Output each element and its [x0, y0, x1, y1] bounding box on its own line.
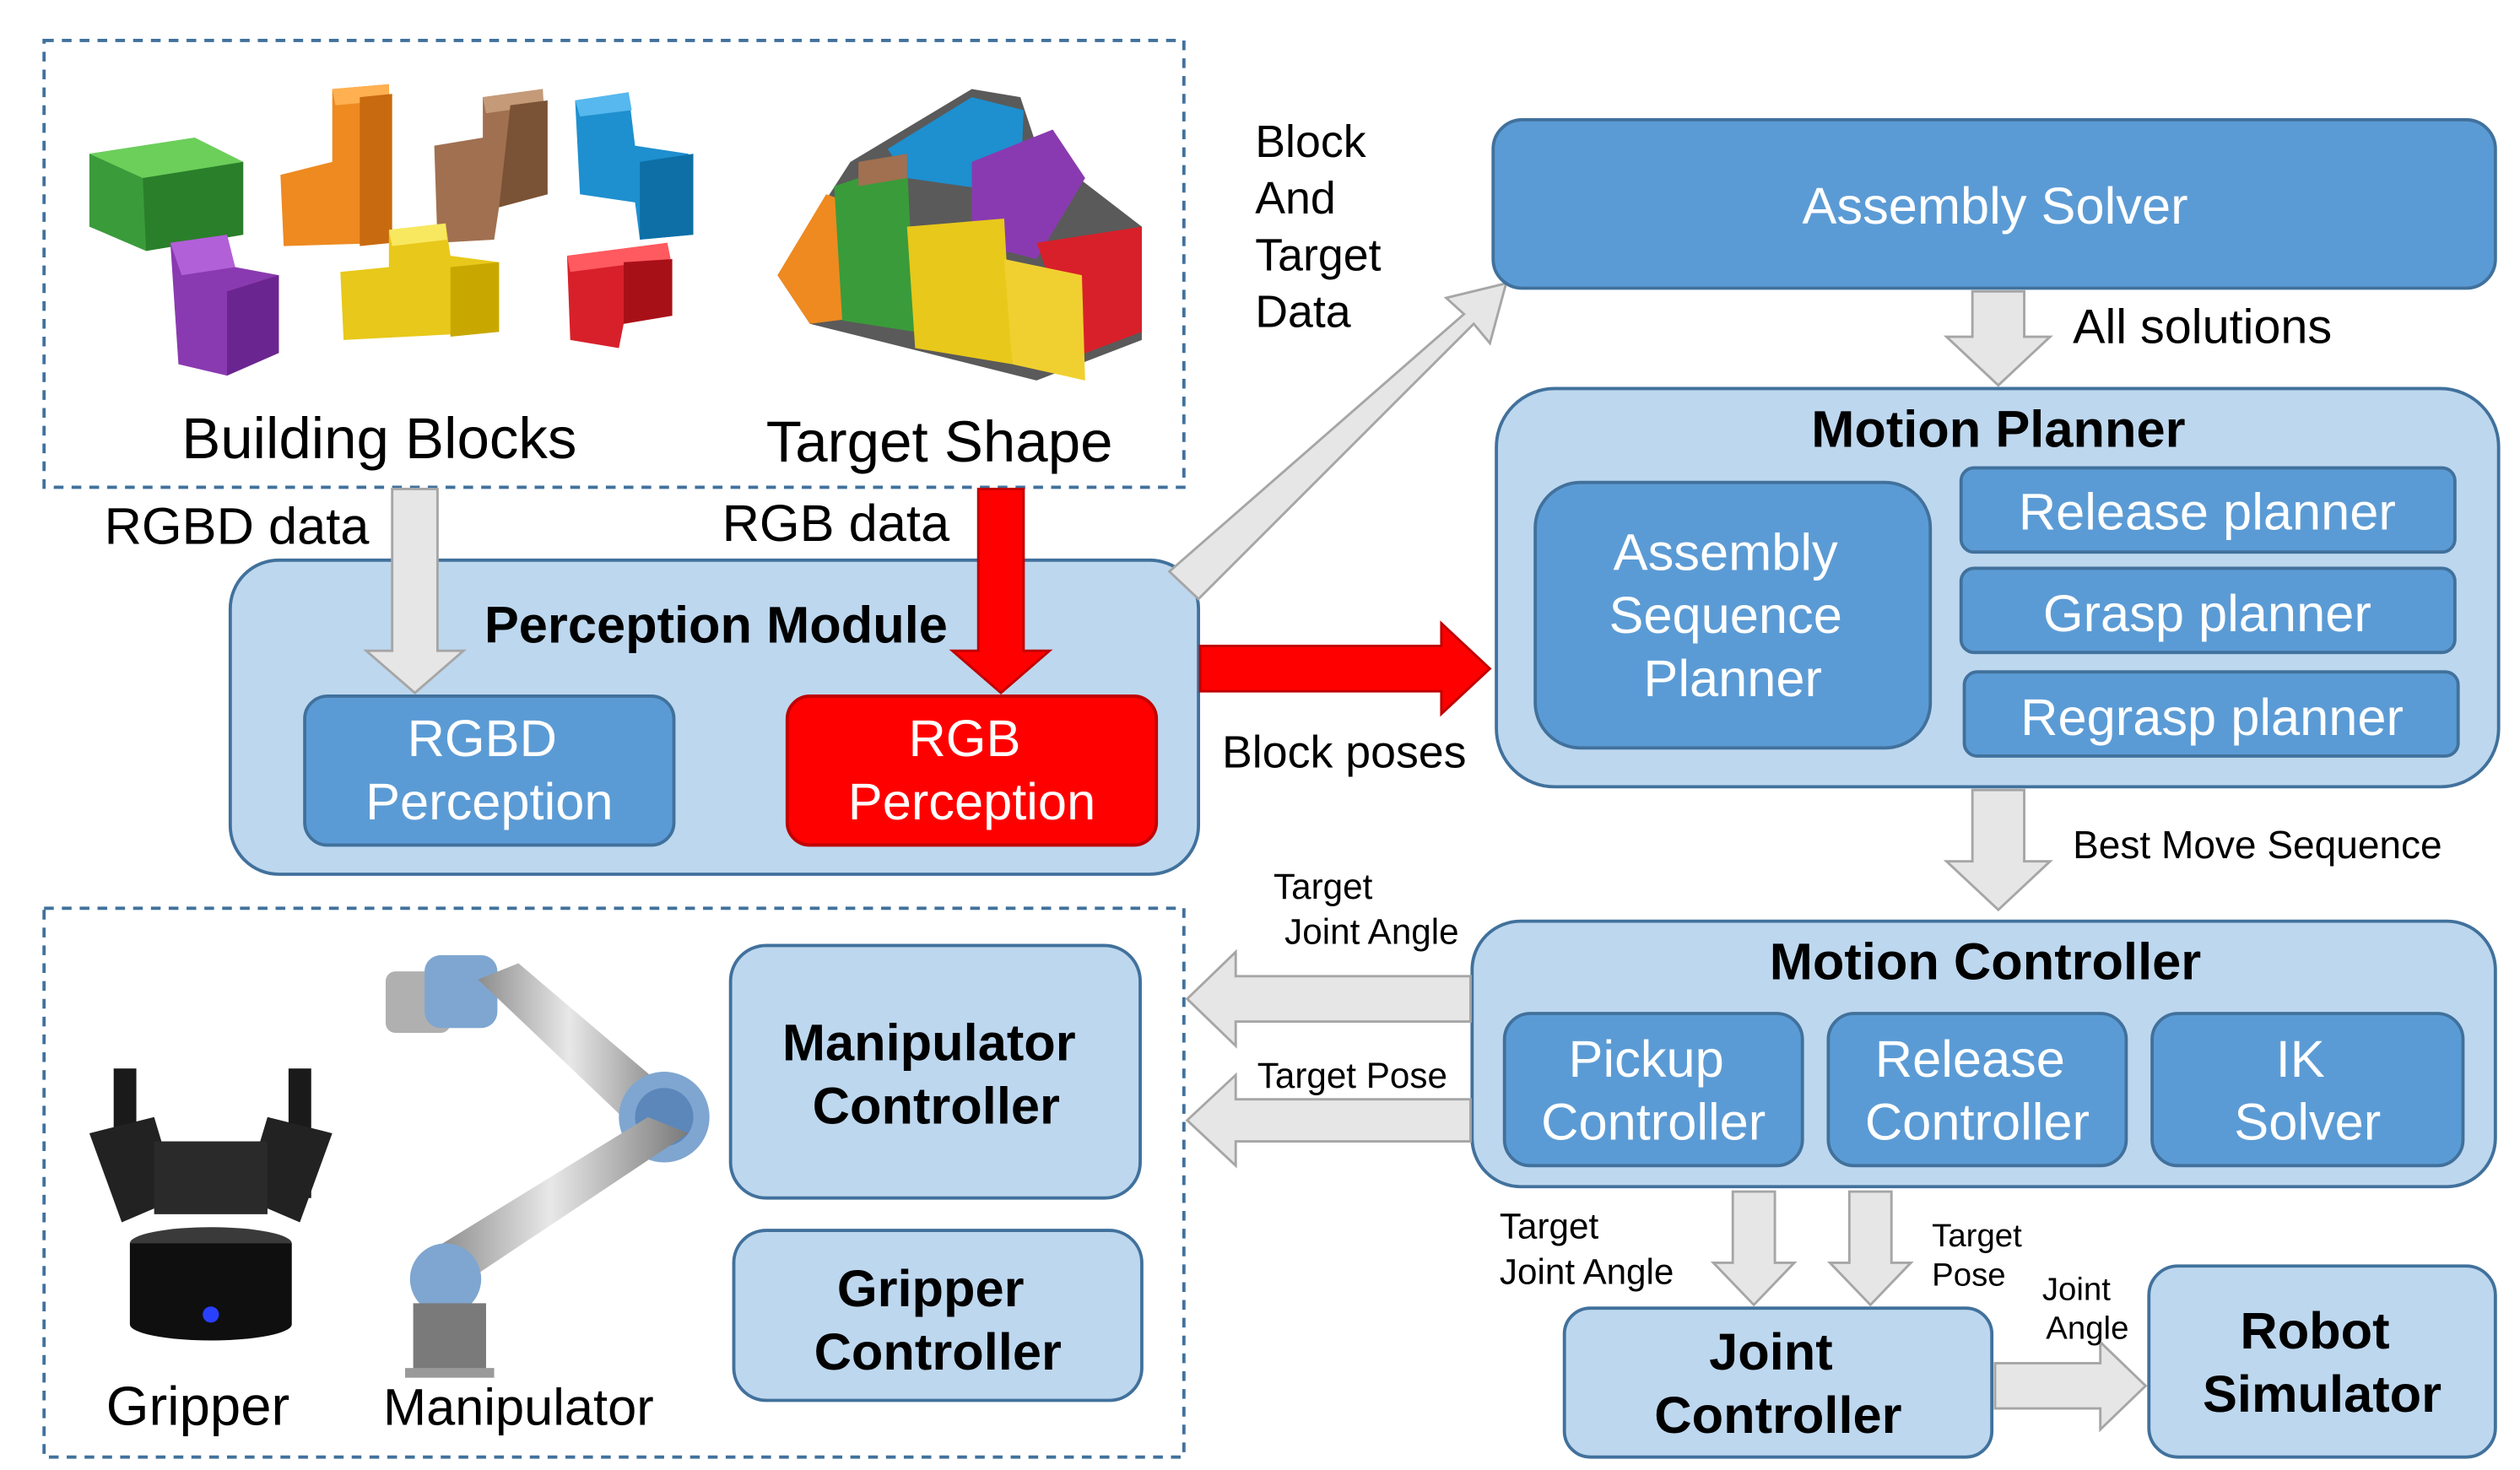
target-joint-angle-left-label: Target Joint Angle: [1274, 867, 1459, 952]
manipulator-controller-box: [728, 943, 1142, 1200]
green-block-piece: [89, 138, 244, 251]
robot-simulator-label: Robot Simulator: [2203, 1302, 2442, 1424]
release-planner-label: Release planner: [2019, 483, 2396, 541]
joint-controller-label: Joint Controller: [1654, 1323, 1901, 1445]
release-planner-box: [1959, 466, 2457, 554]
target-joint-angle-down-label: Target Joint Angle: [1500, 1207, 1674, 1292]
building-blocks-illustration: [89, 84, 694, 376]
brown-block-piece: [434, 89, 548, 243]
best-move-sequence-label: Best Move Sequence: [2073, 823, 2442, 867]
manipulator-label: Manipulator: [383, 1378, 654, 1436]
target-pose-left-arrow: [1185, 1072, 1472, 1169]
rgbd-perception-label: RGBD Perception: [365, 710, 613, 831]
gripper-label: Gripper: [106, 1375, 289, 1436]
purple-block-piece: [170, 235, 279, 376]
ik-solver-label: IK Solver: [2234, 1030, 2381, 1152]
assembly-sequence-planner-box: [1533, 480, 1933, 750]
target-pose-down-arrow: [1826, 1190, 1914, 1307]
block-target-data-label: Block And Target Data: [1255, 116, 1393, 337]
target-pose-down-label: Target Pose: [1932, 1218, 2031, 1293]
assembly-sequence-planner-label: Assembly Sequence Planner: [1609, 523, 1857, 708]
pickup-controller-label: Pickup Controller: [1541, 1030, 1766, 1152]
joint-angle-label: Joint Angle: [2042, 1272, 2129, 1347]
perception-module-title: Perception Module: [484, 597, 948, 655]
target-shape-label: Target Shape: [766, 408, 1113, 474]
block-poses-arrow: [1198, 620, 1492, 717]
red-block-piece: [566, 242, 673, 349]
assembly-solver-label: Assembly Solver: [1802, 177, 2187, 235]
blue-block-piece: [575, 92, 694, 240]
target-joint-angle-left-arrow: [1185, 948, 1472, 1049]
grasp-planner-label: Grasp planner: [2043, 585, 2371, 643]
rgb-perception-label: RGB Perception: [848, 710, 1095, 831]
block-target-data-arrow: [1167, 281, 1508, 601]
yellow-block-piece: [340, 223, 500, 340]
joint-controller-box: [1562, 1306, 1994, 1459]
rgbd-perception-box: [303, 694, 676, 847]
rgb-perception-box: [785, 694, 1159, 847]
all-solutions-label: All solutions: [2073, 300, 2332, 354]
all-solutions-arrow: [1943, 289, 2053, 387]
assembly-solver-box: [1491, 118, 2497, 290]
rgb-data-label: RGB data: [722, 495, 950, 553]
pickup-controller-box: [1502, 1012, 1804, 1168]
best-move-sequence-arrow: [1943, 788, 2053, 912]
rgb-data-arrow: [949, 487, 1053, 695]
target-pose-left-label: Target Pose: [1257, 1056, 1447, 1095]
gripper-led: [203, 1306, 219, 1323]
hardware-panel: [42, 906, 1186, 1459]
regrasp-planner-box: [1962, 670, 2460, 758]
target-joint-angle-down-arrow: [1710, 1190, 1798, 1307]
joint-angle-arrow: [1993, 1339, 2148, 1433]
rgbd-data-arrow: [363, 487, 467, 695]
blocks-panel: [42, 39, 1186, 489]
rgbd-data-label: RGBD data: [105, 498, 370, 556]
manipulator-illustration: [386, 954, 710, 1378]
building-blocks-label: Building Blocks: [181, 405, 576, 471]
manipulator-controller-label: Manipulator Controller: [782, 1014, 1090, 1136]
target-shape-illustration: [777, 89, 1142, 381]
gripper-controller-label: Gripper Controller: [814, 1260, 1062, 1381]
robot-simulator-box: [2147, 1264, 2497, 1459]
motion-controller-title: Motion Controller: [1770, 933, 2201, 992]
block-poses-label: Block poses: [1222, 727, 1467, 777]
grasp-planner-box: [1959, 566, 2457, 655]
regrasp-planner-label: Regrasp planner: [2020, 689, 2404, 747]
gripper-controller-box: [732, 1229, 1144, 1402]
release-controller-label: Release Controller: [1865, 1030, 2090, 1152]
gripper-illustration: ROBOTIQ: [89, 1068, 333, 1341]
orange-block-piece: [280, 84, 392, 246]
motion-planner-title: Motion Planner: [1811, 401, 2185, 459]
release-controller-box: [1826, 1012, 2128, 1168]
ik-solver-box: [2150, 1012, 2465, 1168]
